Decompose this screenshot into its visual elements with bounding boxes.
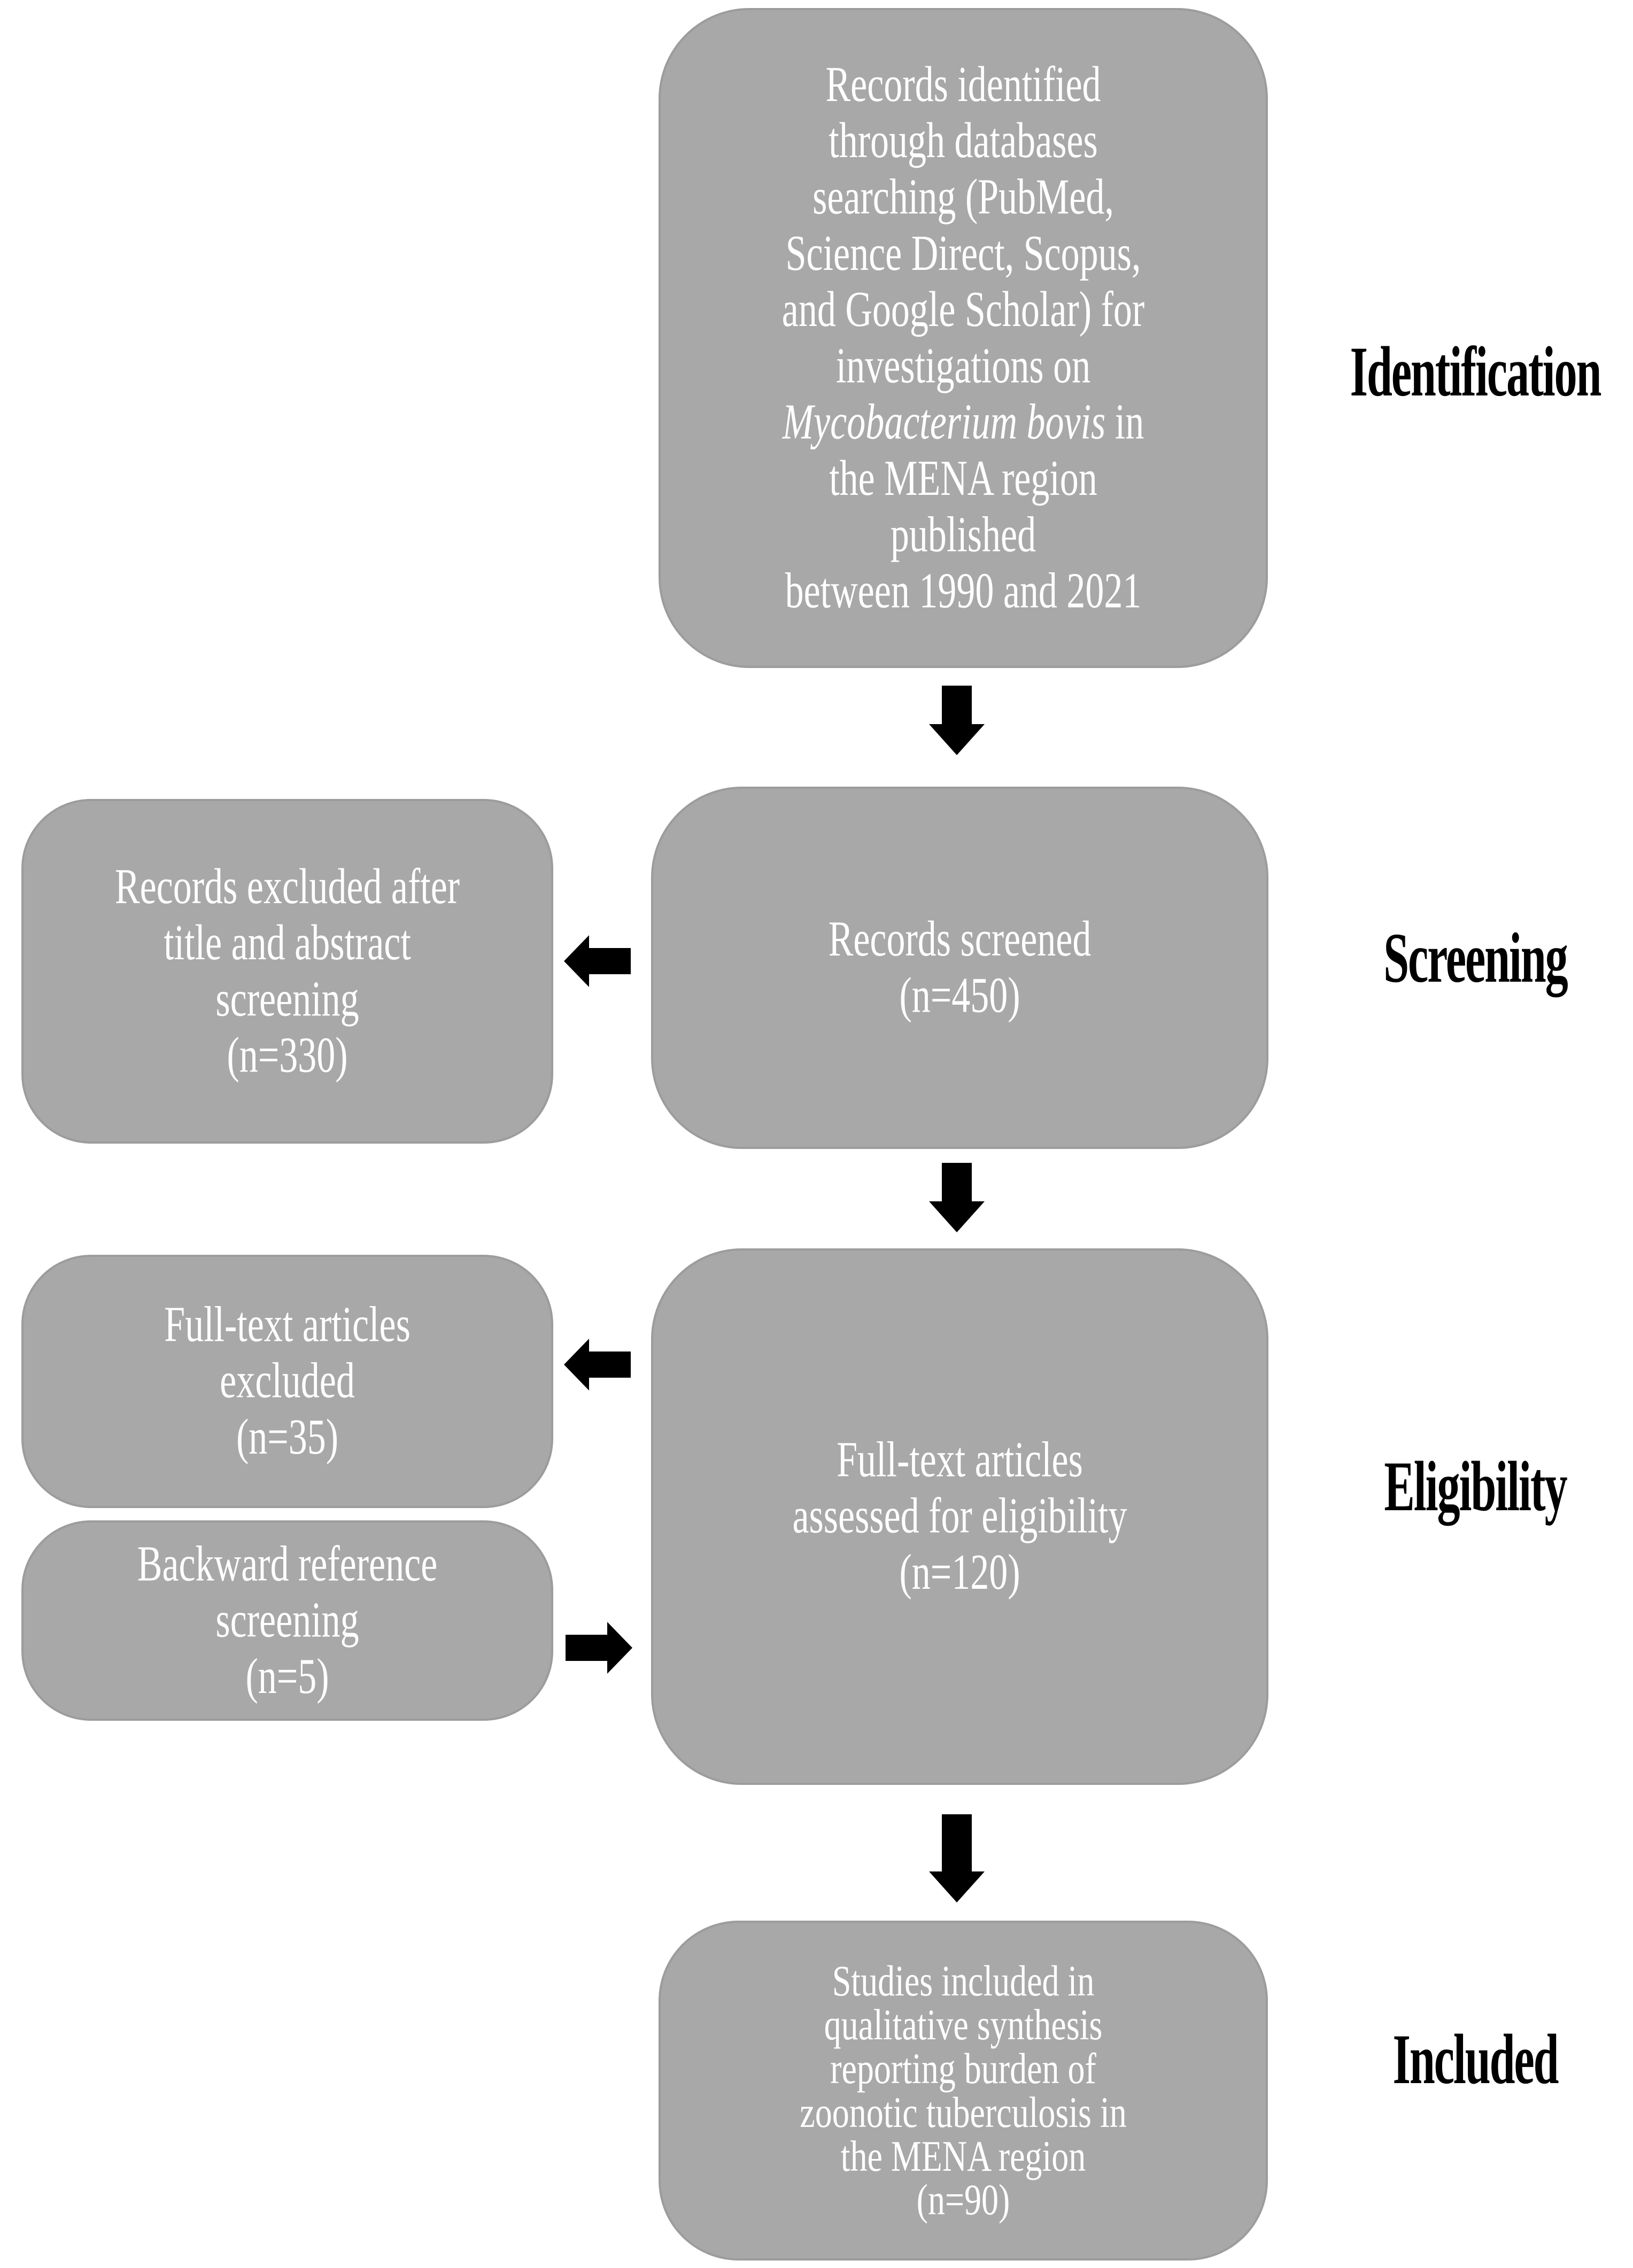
mycobacterium-bovis-italic: Mycobacterium bovis [782, 394, 1106, 450]
records-identified-text: Records identified through databases sea… [782, 57, 1144, 619]
fulltext-excluded-text: Full-text articles excluded (n=35) [164, 1297, 411, 1465]
records-excluded-text: Records excluded after title and abstrac… [114, 858, 460, 1083]
arrow-left-screening-exclusion [564, 935, 631, 987]
box-records-identified: Records identified through databases sea… [659, 8, 1268, 668]
arrow-left-fulltext-exclusion [564, 1339, 631, 1391]
box-fulltext-assessed: Full-text articles assessed for eligibil… [651, 1248, 1268, 1785]
backward-screening-text: Backward reference screening (n=5) [137, 1536, 438, 1705]
box-backward-screening: Backward reference screening (n=5) [21, 1520, 553, 1721]
stage-label-eligibility: Eligibility [1384, 1446, 1567, 1526]
records-screened-text: Records screened (n=450) [828, 911, 1092, 1023]
stage-label-included: Included [1392, 2019, 1559, 2099]
arrow-down-screening-to-eligibility [929, 1163, 985, 1232]
fulltext-assessed-text: Full-text articles assessed for eligibil… [792, 1432, 1127, 1601]
after-italic-text: in [1105, 394, 1144, 450]
records-identified-lines-bottom: the MENA region published between 1990 a… [785, 451, 1142, 619]
box-records-screened: Records screened (n=450) [651, 787, 1268, 1149]
records-identified-lines-top: Records identified through databases sea… [781, 57, 1145, 394]
records-identified-italic-line: Mycobacterium bovis in [782, 394, 1144, 451]
stage-label-identification: Identification [1350, 331, 1602, 411]
box-fulltext-excluded: Full-text articles excluded (n=35) [21, 1255, 553, 1508]
box-records-excluded: Records excluded after title and abstrac… [21, 799, 553, 1144]
studies-included-text: Studies included in qualitative synthesi… [800, 1956, 1127, 2224]
stage-label-screening: Screening [1383, 918, 1568, 998]
arrow-down-eligibility-to-included [929, 1814, 985, 1902]
arrow-right-backward-inclusion [566, 1622, 632, 1674]
arrow-down-identification-to-screening [929, 686, 985, 755]
box-studies-included: Studies included in qualitative synthesi… [659, 1921, 1268, 2261]
